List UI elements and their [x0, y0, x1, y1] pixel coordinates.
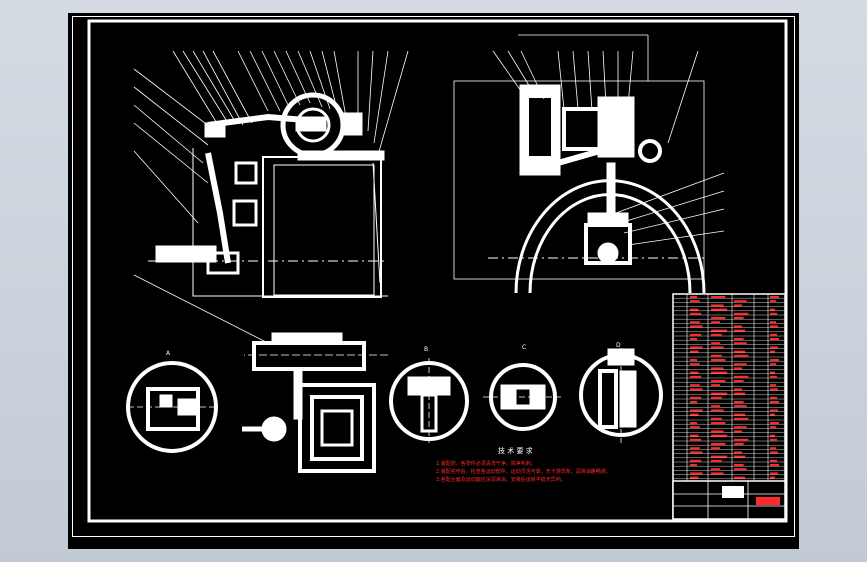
chassis-outline — [192, 148, 388, 297]
base-foot — [206, 251, 240, 275]
side-leader-lines — [492, 50, 725, 246]
tech-requirement-1: 1.装配前，各零件必须清洗干净，除净毛刺。 — [436, 460, 536, 467]
cad-drawing-canvas: A B C D 技 术 要 求 1.装配前，各零件必须清洗干净，除净毛刺。 2.… — [72, 16, 795, 537]
detail-view-a — [126, 361, 218, 453]
leader-lines — [133, 50, 409, 344]
hanging-arm — [606, 162, 616, 214]
roller — [638, 139, 662, 163]
outer-frame — [72, 16, 795, 537]
motor-end — [341, 112, 363, 136]
parts-list-table — [672, 293, 786, 521]
detail-view-d — [483, 363, 563, 431]
main-view — [133, 50, 409, 344]
drawing-sheet: A B C D 技 术 要 求 1.装配前，各零件必须清洗干净，除净毛刺。 2.… — [68, 13, 799, 549]
top-plate — [297, 150, 385, 161]
tech-requirements-title: 技 术 要 求 — [498, 446, 533, 455]
clamp-block — [234, 161, 258, 185]
detail-view-e — [579, 348, 663, 443]
spring-block — [232, 199, 258, 227]
view-label-d: D — [616, 342, 621, 349]
section-view-b — [242, 332, 388, 473]
side-view — [453, 34, 725, 294]
housing-inner — [273, 164, 375, 296]
view-label-a: A — [166, 350, 171, 357]
vertical-post — [205, 152, 231, 264]
tech-requirement-2: 2.装配完毕后，检查各运动部件，运动灵活可靠，无卡滞现象，润滑油路畅通。 — [436, 468, 611, 475]
technical-requirements: 技 术 要 求 1.装配前，各零件必须清洗干净，除净毛刺。 2.装配完毕后，检查… — [436, 446, 611, 483]
break-line — [372, 162, 381, 284]
clamp-nut — [597, 242, 619, 264]
title-block — [672, 480, 786, 520]
title-block-mark — [756, 497, 780, 505]
inner-frame — [87, 19, 788, 523]
detail-view-c — [389, 358, 469, 443]
tech-requirement-3: 3.各配合面及运动面应涂润滑油，安装后运转平稳无异响。 — [436, 476, 566, 483]
view-label-c: C — [522, 344, 526, 351]
view-labels: A B C D — [166, 342, 621, 357]
view-label-b: B — [424, 346, 428, 353]
